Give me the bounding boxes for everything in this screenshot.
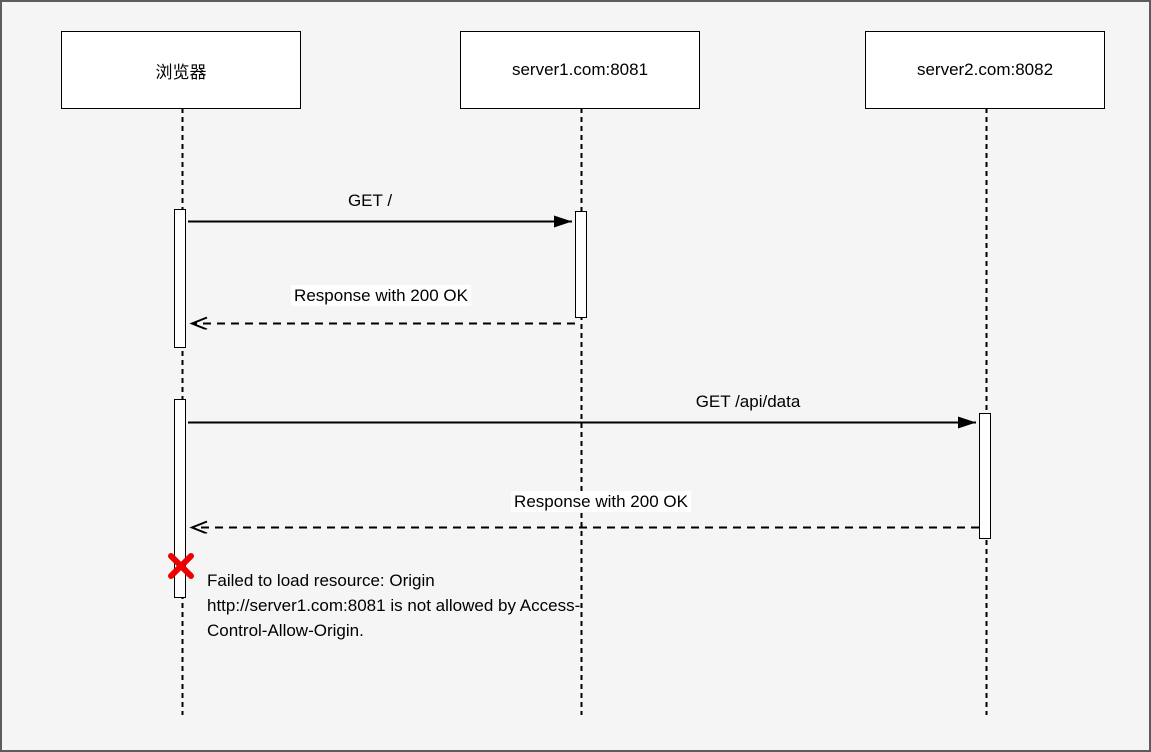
actor-box-server2: server2.com:8082: [865, 31, 1105, 109]
actor-box-server1: server1.com:8081: [460, 31, 700, 109]
error-note: Failed to load resource: Origin http://s…: [207, 571, 581, 640]
message-label-get-root: GET /: [347, 191, 393, 210]
message-label-get-api-data: GET /api/data: [695, 392, 801, 411]
message-label-response-1: Response with 200 OK: [291, 285, 471, 306]
activation-bar-server2: [979, 413, 991, 539]
error-x-icon: [168, 553, 194, 579]
actor-label-server2: server2.com:8082: [916, 60, 1054, 79]
message-label-response-2: Response with 200 OK: [511, 491, 691, 512]
actor-box-browser: 浏览器: [61, 31, 301, 109]
actor-label-server1: server1.com:8081: [511, 60, 649, 79]
activation-bar-browser-2: [174, 399, 186, 598]
activation-bar-server1: [575, 211, 587, 318]
activation-bar-browser-1: [174, 209, 186, 348]
actor-label-browser: 浏览器: [155, 62, 207, 82]
